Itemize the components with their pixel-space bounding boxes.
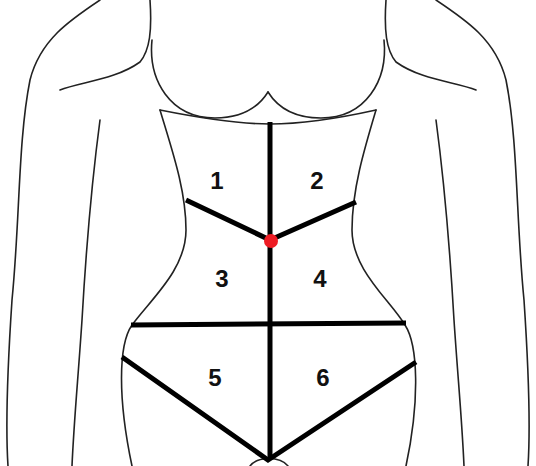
midline	[268, 122, 273, 458]
horizontal-divider	[131, 323, 406, 325]
region-number: 5	[206, 364, 223, 392]
lower-divider	[122, 357, 416, 460]
region-number: 2	[308, 167, 325, 195]
body-outline	[7, 0, 529, 466]
region-dividers	[122, 122, 416, 460]
region-number: 6	[314, 364, 331, 392]
region-number: 4	[311, 265, 328, 293]
navel-dot	[264, 234, 278, 248]
region-number: 1	[208, 167, 225, 195]
region-number: 3	[213, 265, 230, 293]
